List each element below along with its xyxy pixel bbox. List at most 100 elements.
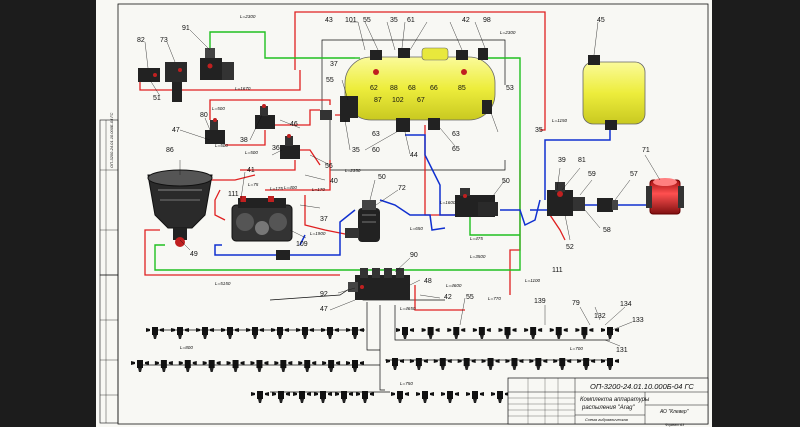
spray-nozzle xyxy=(498,327,517,339)
flowmeter-71 xyxy=(646,178,684,215)
part-label-60: 60 xyxy=(372,147,380,154)
spray-nozzle xyxy=(274,360,293,372)
part-label-57: 57 xyxy=(630,171,638,178)
part-label-109: 109 xyxy=(296,241,308,248)
part-label-81: 81 xyxy=(578,157,586,164)
spray-nozzle xyxy=(346,360,364,372)
side-stamp-box-lower xyxy=(99,274,119,424)
spray-nozzle xyxy=(396,327,414,339)
hose-length-label: L=1600 xyxy=(440,200,456,205)
hose-length-label: L=2300 xyxy=(500,30,516,35)
spray-nozzle xyxy=(246,327,264,339)
part-label-53: 53 xyxy=(506,85,514,92)
control-valve-block xyxy=(138,48,234,102)
diaphragm-pump xyxy=(231,196,293,242)
hose-length-label: L=400 xyxy=(284,185,297,190)
part-label-37: 37 xyxy=(320,216,328,223)
spray-nozzle xyxy=(226,360,245,372)
spray-nozzle xyxy=(524,327,543,339)
part-label-79: 79 xyxy=(572,300,580,307)
spray-nozzle xyxy=(481,358,500,370)
hose-length-label: L=75 xyxy=(248,182,259,187)
part-label-102: 102 xyxy=(392,97,404,104)
spray-nozzle xyxy=(250,360,269,372)
part-label-52: 52 xyxy=(566,244,574,251)
spray-nozzle xyxy=(491,391,509,403)
part-label-91: 91 xyxy=(182,25,190,32)
hose-length-label: L=2300 xyxy=(240,14,256,19)
part-label-87: 87 xyxy=(374,97,382,104)
spray-nozzle xyxy=(549,327,568,339)
spray-nozzle xyxy=(335,391,353,403)
spray-nozzle xyxy=(601,358,619,370)
hose-length-label: L=1670 xyxy=(235,86,251,91)
part-label-39: 39 xyxy=(558,157,566,164)
spray-nozzle xyxy=(314,391,332,403)
hose-length-label: L=700 xyxy=(570,346,583,351)
spray-nozzle xyxy=(196,327,214,339)
part-label-61: 61 xyxy=(407,17,415,24)
part-label-73: 73 xyxy=(160,37,168,44)
part-label-56: 56 xyxy=(325,163,333,170)
hydraulic-diagram: ОП-3200-24.01.10.000Б-04 ГС xyxy=(99,3,709,427)
part-label-44: 44 xyxy=(410,152,418,159)
hose-length-label: L=500 xyxy=(215,143,228,148)
part-label-90: 90 xyxy=(410,252,418,259)
company-name: АО "Клевер" xyxy=(659,409,689,415)
hose-length-label: L=4600 xyxy=(446,283,462,288)
hose-length-label: L=1150 xyxy=(552,118,568,123)
part-label-48: 48 xyxy=(424,278,432,285)
hose-length-label: L=500 xyxy=(212,106,225,111)
part-label-42: 42 xyxy=(444,294,452,301)
spray-nozzle xyxy=(601,327,619,339)
spray-nozzle xyxy=(356,391,374,403)
spray-nozzle xyxy=(146,327,164,339)
spray-nozzle xyxy=(433,358,452,370)
part-label-45: 45 xyxy=(597,17,605,24)
spray-nozzle xyxy=(386,358,404,370)
hose-length-label: L=170 xyxy=(312,187,325,192)
part-label-132: 132 xyxy=(594,313,606,320)
hose-length-label: L=475 xyxy=(470,236,483,241)
spray-nozzle xyxy=(296,327,314,339)
part-label-86: 86 xyxy=(166,147,174,154)
inline-filter xyxy=(276,250,290,260)
part-label-55: 55 xyxy=(466,294,474,301)
spray-nozzle xyxy=(416,391,434,403)
part-label-133: 133 xyxy=(632,317,644,324)
spray-nozzle xyxy=(202,360,221,372)
part-label-67: 67 xyxy=(417,97,425,104)
doc-number: ОП-3200-24.01.10.000Б-04 ГС xyxy=(590,382,694,391)
spray-nozzle xyxy=(529,358,548,370)
part-label-35: 35 xyxy=(390,17,398,24)
part-label-139: 139 xyxy=(534,298,546,305)
part-label-59: 59 xyxy=(588,171,596,178)
part-label-134: 134 xyxy=(620,301,632,308)
part-label-49: 49 xyxy=(190,251,198,258)
spray-nozzle xyxy=(171,327,189,339)
part-label-63: 63 xyxy=(452,131,460,138)
part-label-80: 80 xyxy=(200,112,208,119)
spray-nozzle xyxy=(293,391,311,403)
spray-nozzle xyxy=(577,358,596,370)
hose-length-label: L=1900 xyxy=(310,231,326,236)
part-label-58: 58 xyxy=(603,227,611,234)
part-label-47: 47 xyxy=(172,127,180,134)
title-line1: Комплекта аппаратуры xyxy=(580,397,650,403)
leader-lines xyxy=(144,21,661,347)
spray-nozzle xyxy=(553,358,572,370)
title-line2: распыления "Arag" xyxy=(581,405,635,411)
spray-nozzle xyxy=(221,327,239,339)
spray-nozzle xyxy=(271,327,289,339)
spray-nozzle xyxy=(421,327,440,339)
part-label-43: 43 xyxy=(325,17,333,24)
hose-length-label: L=5150 xyxy=(215,281,231,286)
part-label-88: 88 xyxy=(390,85,398,92)
hose-length-label: L=770 xyxy=(488,296,501,301)
spray-nozzle xyxy=(441,391,459,403)
subtitle: Схема гидравлическая xyxy=(585,417,629,422)
spray-nozzle xyxy=(321,327,339,339)
spray-nozzle xyxy=(505,358,524,370)
length-labels: L=2300L=2300L=1670L=500L=500L=500L=1150L… xyxy=(180,14,583,386)
